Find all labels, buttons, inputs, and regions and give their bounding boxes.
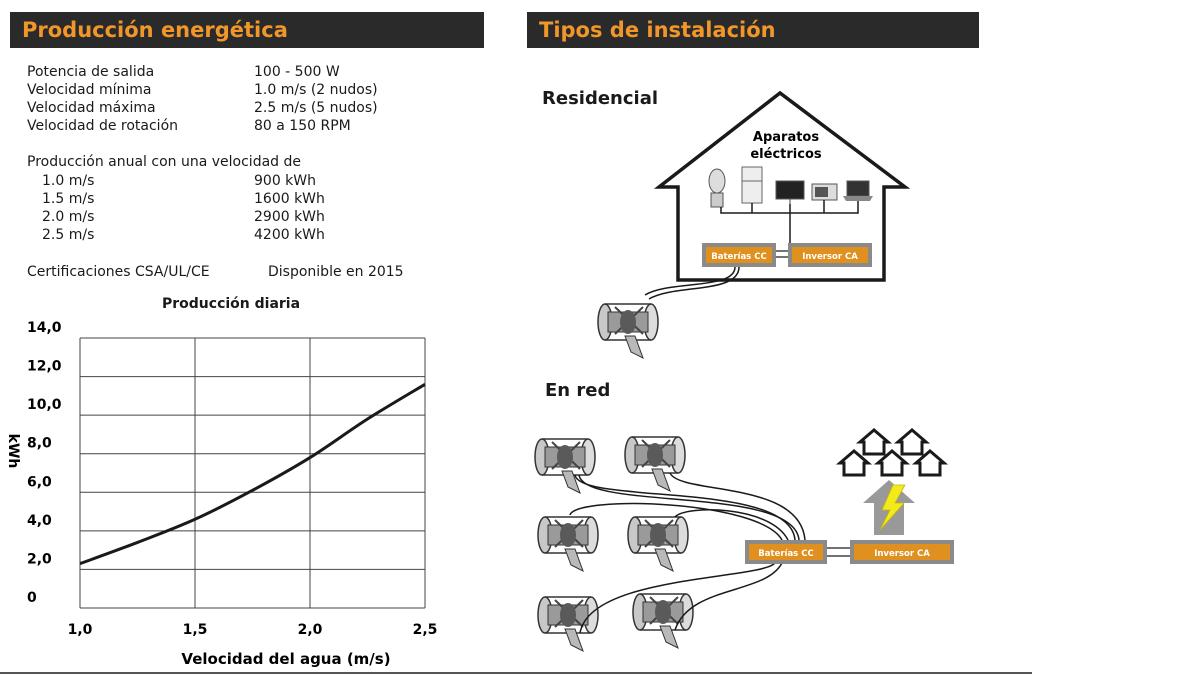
y-tick-label: 12,0 (27, 359, 62, 375)
turbine-icon (632, 593, 694, 649)
inverter-label: Inversor CA (802, 252, 858, 262)
spec-label: Velocidad de rotación (27, 118, 179, 134)
x-axis-ticks: 1,0 1,5 2,0 2,5 (68, 622, 438, 638)
residential-heading: Residencial (542, 88, 659, 109)
y-tick-label: 6,0 (27, 474, 52, 490)
annual-speed: 2.0 m/s (42, 209, 95, 225)
y-tick-label: 8,0 (27, 436, 52, 452)
appliances-label: Aparatos (753, 130, 819, 145)
chart-grid (79, 337, 426, 609)
spec-label: Velocidad mínima (27, 82, 152, 98)
microwave-icon (811, 183, 838, 201)
annual-value: 900 kWh (254, 173, 316, 189)
bottom-rule (0, 672, 1032, 674)
x-tick-label: 2,5 (413, 622, 438, 638)
lightning-icon (879, 484, 906, 531)
grid-heading: En red (545, 380, 611, 401)
x-tick-label: 2,0 (298, 622, 323, 638)
spec-label: Velocidad máxima (27, 100, 156, 116)
availability-text: Disponible en 2015 (268, 264, 404, 280)
spec-value: 80 a 150 RPM (254, 118, 351, 134)
inverter-label: Inversor CA (874, 549, 930, 559)
y-tick-label: 10,0 (27, 397, 62, 413)
annual-speed: 1.0 m/s (42, 173, 95, 189)
x-tick-label: 1,0 (68, 622, 93, 638)
grid-cabling (569, 472, 806, 634)
chart-title: Producción diaria (162, 296, 301, 312)
annual-speed: 1.5 m/s (42, 191, 95, 207)
battery-label: Baterías CC (758, 549, 813, 559)
spec-value: 2.5 m/s (5 nudos) (254, 100, 378, 116)
annual-heading: Producción anual con una velocidad de (27, 154, 301, 170)
houses-icon (838, 428, 946, 477)
annual-value: 1600 kWh (254, 191, 325, 207)
series-line (79, 383, 426, 566)
turbine-icon (627, 516, 689, 572)
appliances-label: eléctricos (750, 147, 822, 162)
turbine-icon (597, 303, 659, 359)
turbine-icon (537, 596, 599, 652)
y-tick-label: 14,0 (27, 320, 62, 336)
appliance-wiring (720, 200, 859, 245)
y-tick-label: 2,0 (27, 551, 52, 567)
annual-speed: 2.5 m/s (42, 227, 95, 243)
turbine-icon (624, 436, 686, 492)
turbine-icon (534, 438, 596, 494)
spec-value: 1.0 m/s (2 nudos) (254, 82, 378, 98)
section-header-installation: Tipos de instalación (527, 12, 979, 48)
tv-icon (775, 180, 805, 204)
y-axis-label: kWh (5, 434, 21, 469)
section-header-production: Producción energética (10, 12, 484, 48)
battery-label: Baterías CC (711, 252, 766, 262)
y-tick-label: 0 (27, 590, 37, 606)
fridge-icon (741, 166, 763, 204)
x-tick-label: 1,5 (183, 622, 208, 638)
y-axis-ticks: 0 2,0 4,0 6,0 8,0 10,0 12,0 14,0 (27, 320, 62, 606)
laptop-icon (843, 180, 873, 201)
installation-diagrams: Aparatos eléctricos Baterías CC Inversor… (534, 90, 954, 652)
fan-icon (708, 168, 726, 208)
daily-production-chart: 0 2,0 4,0 6,0 8,0 10,0 12,0 14,0 1,0 1,5 2,0 2,5 k… (5, 320, 438, 668)
certifications-text: Certificaciones CSA/UL/CE (27, 264, 210, 280)
spec-value: 100 - 500 W (254, 64, 340, 80)
turbine-icon (537, 516, 599, 572)
x-axis-label: Velocidad del agua (m/s) (181, 650, 390, 668)
annual-value: 4200 kWh (254, 227, 325, 243)
annual-value: 2900 kWh (254, 209, 325, 225)
spec-label: Potencia de salida (27, 64, 155, 80)
y-tick-label: 4,0 (27, 513, 52, 529)
